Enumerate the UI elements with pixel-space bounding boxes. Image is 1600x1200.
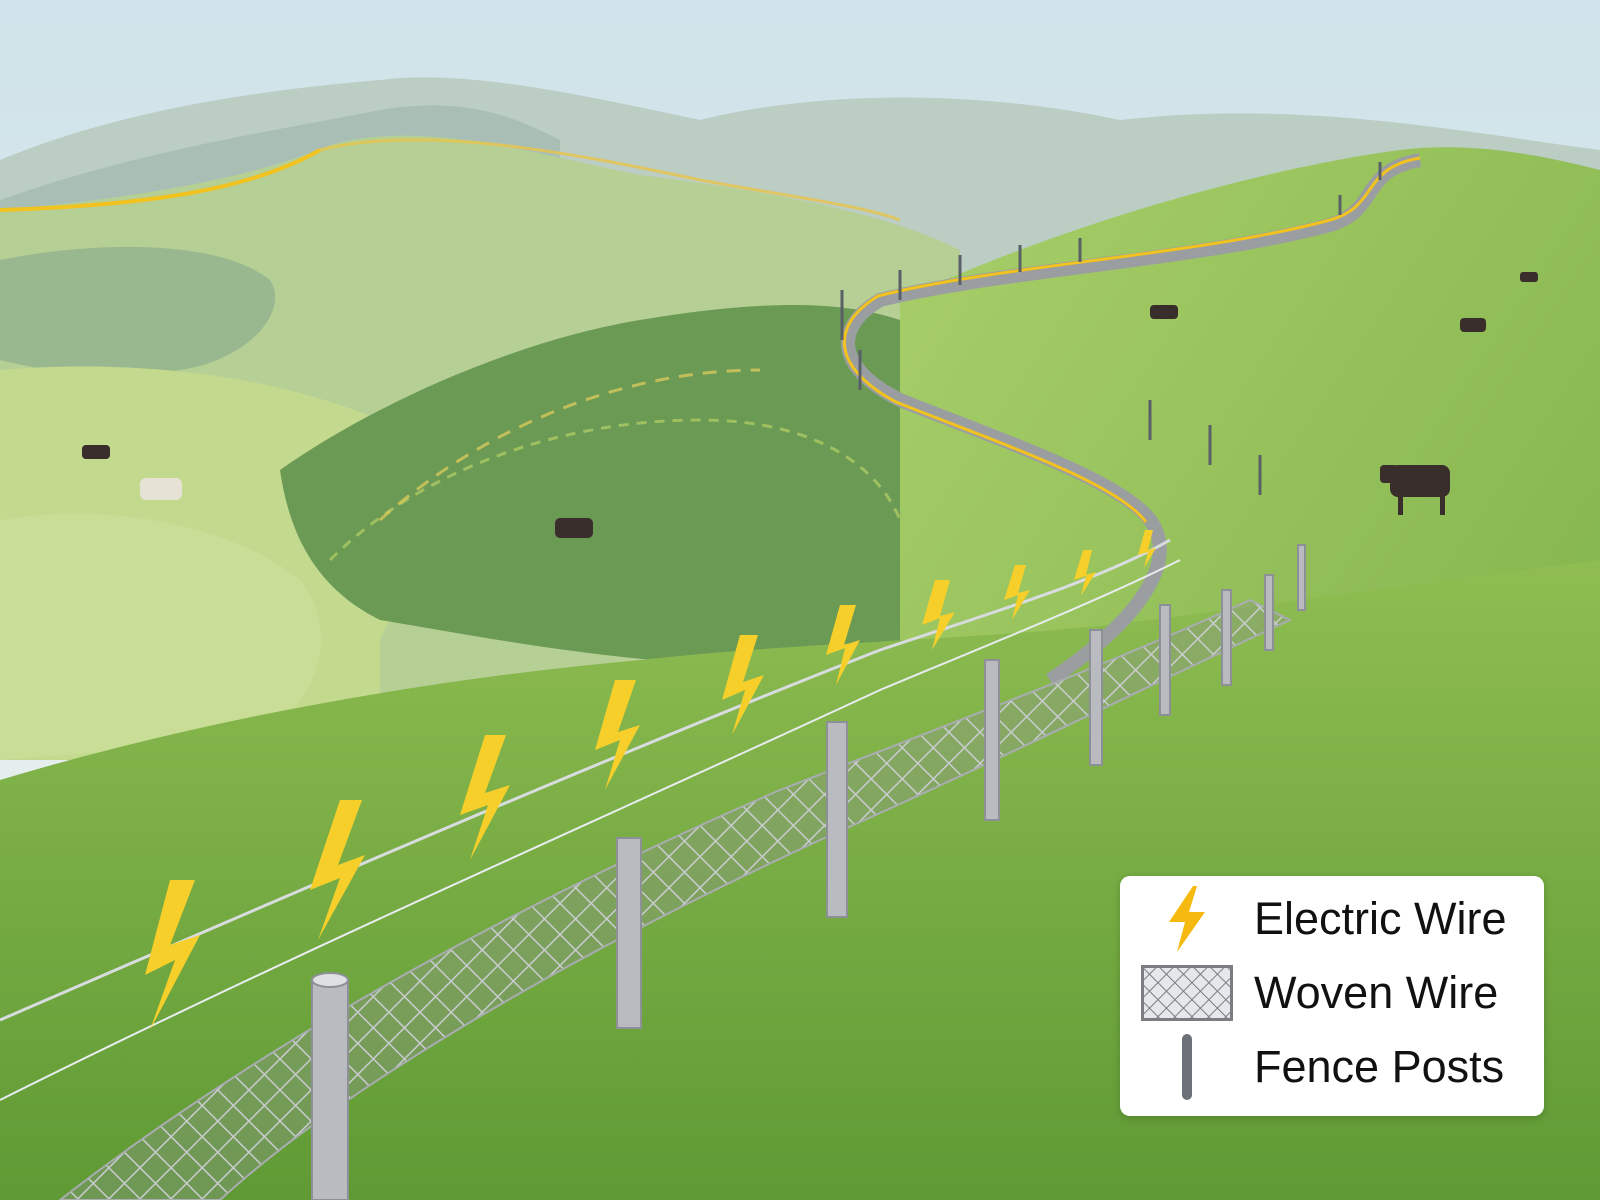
- legend-item-electric-wire: Electric Wire: [1120, 882, 1544, 956]
- legend-item-woven-wire: Woven Wire: [1120, 956, 1544, 1030]
- legend-label: Woven Wire: [1254, 967, 1499, 1018]
- legend: Electric Wire Woven Wire Fence Posts: [1120, 876, 1544, 1116]
- legend-item-fence-posts: Fence Posts: [1120, 1030, 1544, 1104]
- lightning-bolt-icon: [1120, 886, 1254, 952]
- cow: [82, 272, 1538, 538]
- legend-label: Electric Wire: [1254, 893, 1507, 944]
- fence-post-icon: [1120, 1034, 1254, 1100]
- woven-mesh-icon: [1120, 965, 1254, 1021]
- legend-label: Fence Posts: [1254, 1041, 1505, 1092]
